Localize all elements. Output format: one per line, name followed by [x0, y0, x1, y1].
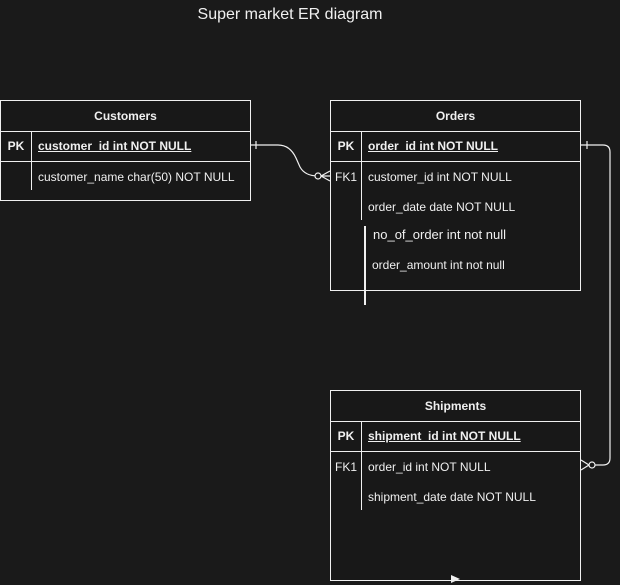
key-label: PK	[337, 139, 355, 153]
field-label: order_id int NOT NULL	[368, 460, 491, 474]
entity-header: Orders	[331, 101, 580, 132]
zero-marker	[588, 461, 596, 469]
entity-orders[interactable]: Orders PK order_id int NOT NULL FK1 cust…	[330, 100, 581, 291]
key-label: FK1	[334, 460, 357, 474]
field-label: order_id int NOT NULL	[368, 139, 498, 153]
table-row[interactable]: FK1 customer_id int NOT NULL	[331, 162, 580, 192]
field-label: shipment_id int NOT NULL	[368, 429, 521, 443]
table-row[interactable]: customer_name char(50) NOT NULL	[1, 162, 250, 192]
crowfoot-marker	[580, 459, 590, 466]
diagram-title: Super market ER diagram	[197, 6, 383, 23]
table-row[interactable]: PK customer_id int NOT NULL	[1, 131, 250, 162]
table-row[interactable]: FK1 order_id int NOT NULL	[331, 452, 580, 482]
extra-fields-divider	[364, 226, 366, 305]
field-label: customer_name char(50) NOT NULL	[38, 170, 235, 184]
field-label: shipment_date date NOT NULL	[368, 490, 536, 504]
entity-customers[interactable]: Customers PK customer_id int NOT NULL cu…	[0, 100, 251, 201]
table-row[interactable]: order_date date NOT NULL	[331, 192, 580, 222]
table-row[interactable]: PK shipment_id int NOT NULL	[331, 421, 580, 452]
arrow-icon	[451, 575, 460, 583]
table-row[interactable]: PK order_id int NOT NULL	[331, 131, 580, 162]
entity-shipments[interactable]: Shipments PK shipment_id int NOT NULL FK…	[330, 390, 581, 581]
crowfoot-marker	[320, 170, 331, 177]
extra-field-label[interactable]: order_amount int not null	[372, 258, 505, 272]
relationship-customers-orders[interactable]	[251, 144, 330, 177]
field-label: customer_id int NOT NULL	[38, 139, 192, 153]
zero-marker	[314, 172, 322, 180]
key-label: FK1	[334, 170, 357, 184]
key-label: PK	[7, 139, 25, 153]
key-label: PK	[337, 429, 355, 443]
crowfoot-marker	[580, 464, 590, 471]
table-row[interactable]: shipment_date date NOT NULL	[331, 482, 580, 512]
crowfoot-marker	[320, 175, 331, 182]
column-divider	[361, 132, 362, 220]
extra-field-label[interactable]: no_of_order int not null	[373, 227, 506, 242]
column-divider	[361, 422, 362, 510]
column-divider	[31, 132, 32, 190]
field-label: order_date date NOT NULL	[368, 200, 516, 214]
entity-header: Shipments	[331, 391, 580, 422]
field-label: customer_id int NOT NULL	[368, 170, 512, 184]
entity-header: Customers	[1, 101, 250, 132]
relationship-orders-shipments[interactable]	[581, 144, 611, 466]
